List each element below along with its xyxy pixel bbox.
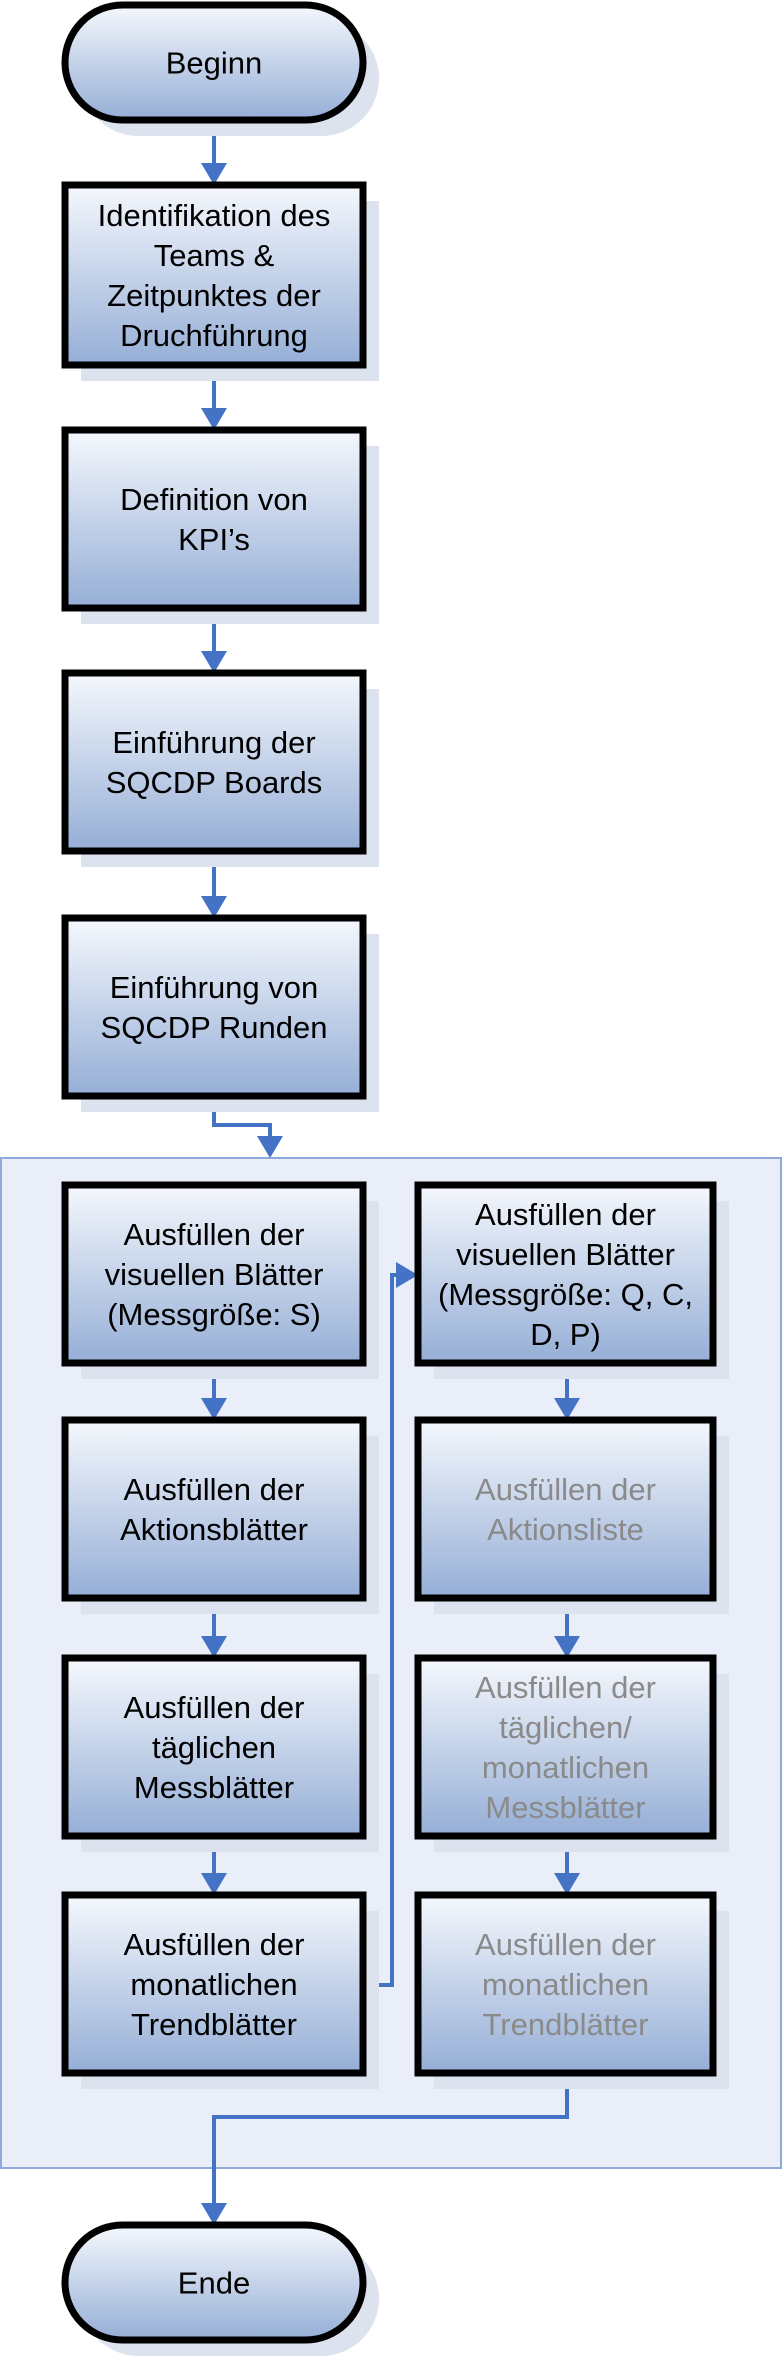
node-label: Ende bbox=[178, 2266, 250, 2301]
arrow-left-visual-action-head bbox=[201, 1398, 227, 1420]
node-label-line: SQCDP Boards bbox=[106, 765, 323, 800]
node-label-line: Ausfüllen der bbox=[124, 1690, 305, 1725]
terminal-shape bbox=[61, 1, 367, 124]
node-label-line: Zeitpunktes der bbox=[107, 278, 321, 313]
node-label-line: Definition von bbox=[120, 482, 308, 517]
arrow-kpi-boards-head bbox=[201, 651, 227, 673]
node-label-line: monatlichen bbox=[482, 1967, 649, 2002]
process-box bbox=[414, 1654, 717, 1840]
arrow-boards-rounds-head bbox=[201, 896, 227, 918]
arrow-left-action-daily-head bbox=[201, 1636, 227, 1658]
node-label-line: Ausfüllen der bbox=[475, 1197, 656, 1232]
node-label-line: täglichen bbox=[152, 1730, 276, 1765]
node-label-line: täglichen/ bbox=[499, 1710, 632, 1745]
node-label-line: visuellen Blätter bbox=[456, 1237, 675, 1272]
process-box bbox=[414, 1891, 717, 2077]
process-box bbox=[414, 1181, 717, 1367]
process-box bbox=[61, 1181, 367, 1367]
node-label-line: Ausfüllen der bbox=[124, 1472, 305, 1507]
arrow-right-visual-action-head bbox=[554, 1398, 580, 1420]
node-label-line: Trendblätter bbox=[131, 2007, 297, 2042]
node-label-line: Ausfüllen der bbox=[475, 1670, 656, 1705]
node-label-line: Druchführung bbox=[120, 318, 308, 353]
process-box bbox=[414, 1416, 717, 1602]
left-visual-sheets-step: Ausfüllen der visuellen Blätter (Messgröße… bbox=[61, 1181, 379, 1379]
process-box bbox=[61, 669, 367, 855]
arrow-start-identify-head bbox=[201, 163, 227, 185]
node-label-line: Ausfüllen der bbox=[475, 1927, 656, 1962]
node-label-line: D, P) bbox=[530, 1317, 601, 1352]
node-label-line: Einführung der bbox=[112, 725, 315, 760]
start-terminal: Beginn bbox=[61, 1, 379, 136]
arrow-identify-kpi-head bbox=[201, 408, 227, 430]
node-label-line: Ausfüllen der bbox=[124, 1927, 305, 1962]
node-label-line: Trendblätter bbox=[483, 2007, 649, 2042]
node-label-line: Messblätter bbox=[485, 1790, 645, 1825]
node-label-line: monatlichen bbox=[130, 1967, 297, 2002]
node-label-line: Messblätter bbox=[134, 1770, 294, 1805]
process-box bbox=[61, 914, 367, 1100]
node-label-line: Beginn bbox=[166, 46, 263, 81]
arrow-right-daily-trend-head bbox=[554, 1873, 580, 1895]
arrow-rounds-group-head bbox=[257, 1136, 283, 1158]
node-label-line: KPI’s bbox=[178, 522, 250, 557]
arrow-right-trend-end-line bbox=[212, 2073, 569, 2207]
node-label: Ausfüllen der visuellen Blätter (Messgröße… bbox=[105, 1217, 324, 1332]
arrowheads bbox=[201, 163, 580, 2225]
node-label-line: Aktionsliste bbox=[487, 1512, 644, 1547]
process-box bbox=[61, 1654, 367, 1840]
node-label-line: visuellen Blätter bbox=[105, 1257, 324, 1292]
node-label-line: SQCDP Runden bbox=[101, 1010, 328, 1045]
end-terminal: Ende bbox=[61, 2221, 379, 2356]
arrow-left-trend-right-visual-head bbox=[396, 1262, 418, 1288]
process-box bbox=[61, 426, 367, 612]
node-label-line: Aktionsblätter bbox=[120, 1512, 308, 1547]
node-label-line: Ausfüllen der bbox=[124, 1217, 305, 1252]
node-label-line: Teams & bbox=[154, 238, 275, 273]
right-visual-sheets-step: Ausfüllen der visuellen Blätter (Messgröße… bbox=[414, 1181, 729, 1379]
terminal-shape bbox=[61, 2221, 367, 2344]
arrow-right-action-daily-head bbox=[554, 1636, 580, 1658]
process-box bbox=[61, 181, 367, 369]
node-label-line: Einführung von bbox=[110, 970, 319, 1005]
process-box bbox=[61, 1891, 367, 2077]
node-label-line: monatlichen bbox=[482, 1750, 649, 1785]
arrow-right-trend-end-head bbox=[201, 2203, 227, 2225]
node-label-line: Ende bbox=[178, 2266, 250, 2301]
node-label-line: Identifikation des bbox=[98, 198, 331, 233]
node-label: Beginn bbox=[166, 46, 263, 81]
arrow-left-daily-trend-head bbox=[201, 1873, 227, 1895]
node-label: Ausfüllen der visuellen Blätter (Messgröße… bbox=[438, 1197, 693, 1352]
node-label-line: (Messgröße: Q, C, bbox=[438, 1277, 693, 1312]
node-label-line: (Messgröße: S) bbox=[107, 1297, 321, 1332]
process-box bbox=[61, 1416, 367, 1602]
node-label-line: Ausfüllen der bbox=[475, 1472, 656, 1507]
